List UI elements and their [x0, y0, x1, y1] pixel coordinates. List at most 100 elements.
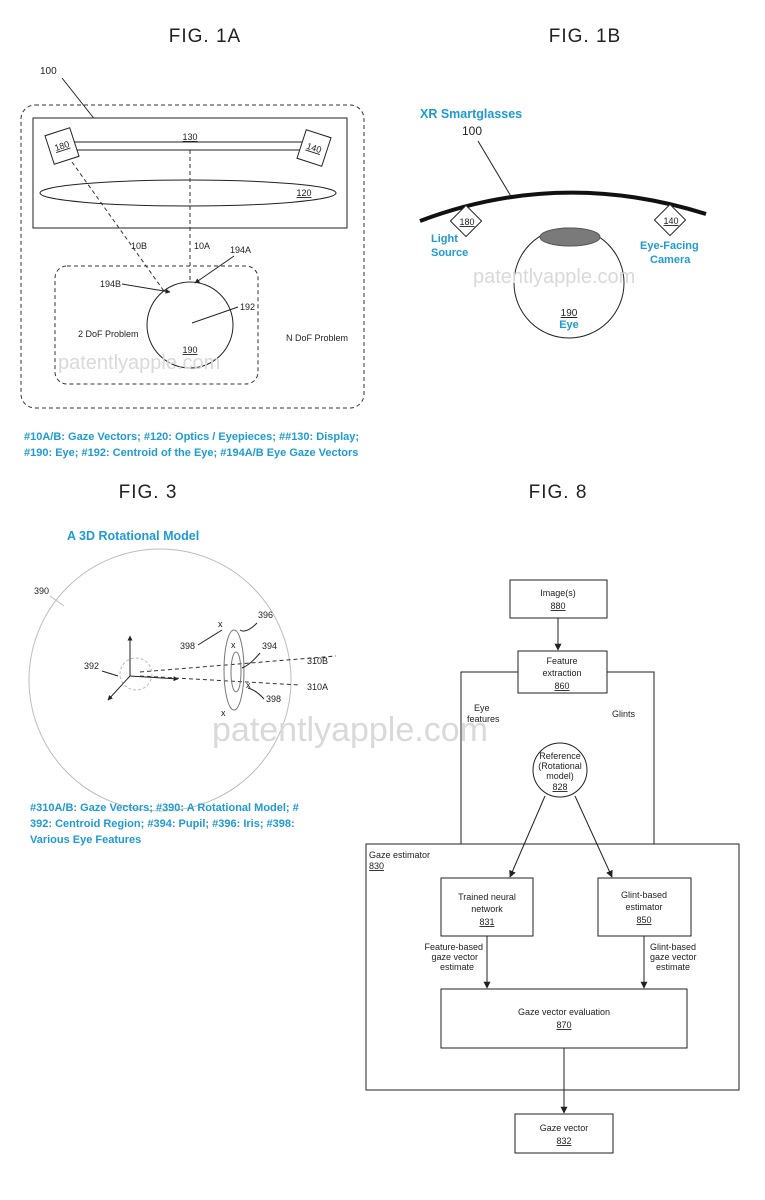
feature-x-bottom: x — [221, 708, 226, 718]
dof-n-label: N DoF Problem — [286, 333, 348, 343]
xr-smartglasses-label: XR Smartglasses — [420, 107, 522, 121]
ref-398-top-leader — [197, 629, 223, 646]
ref-310a-label: 310A — [307, 682, 328, 692]
fig-3-caption-line3: Various Eye Features — [30, 834, 141, 846]
ref-10b-label: 10B — [131, 241, 147, 251]
gaze-eval-ref: 870 — [556, 1020, 571, 1030]
light-source-180-diamond — [449, 204, 483, 238]
ref-100-label: 100 — [40, 66, 57, 77]
ref-396-leader — [239, 622, 258, 632]
fig-8-title: FIG. 8 — [529, 482, 588, 503]
gaze-vector-box-832 — [514, 1113, 614, 1154]
ref-194b-label: 194B — [100, 279, 121, 289]
ref-398-top-label: 398 — [180, 641, 195, 651]
ref-100-leader-1b — [477, 140, 513, 199]
gaze-vector-310b — [139, 655, 337, 673]
gaze-estimator-label: Gaze estimator — [369, 850, 430, 860]
dof-2-boundary — [54, 265, 259, 385]
fig-1a-title: FIG. 1A — [169, 26, 241, 47]
reference-label-2: (Rotational — [538, 761, 582, 771]
fig-3-heading: A 3D Rotational Model — [67, 529, 199, 543]
ref-194b-arrow — [121, 283, 171, 294]
feature-extraction-ref: 860 — [554, 681, 569, 691]
ref-392-label: 392 — [84, 661, 99, 671]
ref-180-label: 180 — [53, 139, 70, 153]
fig-3-watermark: patentlyapple.com — [212, 711, 488, 749]
ref-140-label-1b: 140 — [663, 216, 678, 226]
feature-x-mid: x — [231, 640, 236, 650]
iris-cap — [539, 227, 601, 247]
centroid-region-392 — [119, 657, 153, 691]
eye-features-label-2: features — [467, 714, 500, 724]
feature-gaze-label-1: Feature-based — [424, 942, 483, 952]
fig-3-caption-line1: #310A/B: Gaze Vectors; #390: A Rotationa… — [30, 802, 299, 814]
light-source-180-box: 180 — [44, 127, 80, 165]
pupil-394 — [230, 651, 242, 693]
fig-1b: FIG. 1B XR Smartglasses 100 180 140 Ligh… — [419, 26, 707, 339]
fig-8: FIG. 8 Image(s) 880 Feature extraction 8… — [365, 482, 740, 1154]
ref-394-leader — [241, 652, 261, 669]
light-source-label-1: Light — [431, 233, 458, 245]
nn-label-1: Trained neural — [458, 892, 516, 902]
glint-gaze-label-2: gaze vector — [650, 952, 697, 962]
ref-100-leader — [61, 77, 97, 122]
arrow-reference-to-glint — [574, 795, 613, 878]
feature-extraction-box-860 — [517, 650, 608, 694]
display-bar-130 — [64, 141, 318, 151]
fig-3: FIG. 3 A 3D Rotational Model 390 392 310… — [28, 482, 488, 846]
ref-194a-label: 194A — [230, 245, 251, 255]
fig-1b-watermark: patentlyapple.com — [473, 266, 635, 288]
gaze-eval-box-870 — [440, 988, 688, 1049]
reference-label-1: Reference — [539, 751, 581, 761]
iris-396 — [223, 629, 245, 711]
reference-label-3: model) — [546, 771, 574, 781]
glint-estimator-box-850 — [597, 877, 692, 937]
feature-gaze-label-2: gaze vector — [431, 952, 478, 962]
ref-390-leader — [49, 595, 65, 607]
ref-398-bottom-leader — [247, 687, 265, 700]
ref-130-label: 130 — [182, 132, 197, 142]
feature-extraction-label-2: extraction — [542, 668, 581, 678]
fig-1a-watermark: patentlyapple.com — [58, 352, 220, 374]
eye-features-label-1: Eye — [474, 703, 490, 713]
ref-192-leader — [191, 306, 239, 324]
neural-network-box-831 — [440, 877, 534, 937]
ref-10a-label: 10A — [194, 241, 210, 251]
feature-x-right: x — [246, 680, 251, 690]
glint-estimator-ref: 850 — [636, 915, 651, 925]
reference-circle-828 — [532, 742, 588, 798]
ref-310b-label: 310B — [307, 656, 328, 666]
fig-3-title: FIG. 3 — [119, 482, 178, 503]
glint-gaze-label-3: estimate — [656, 962, 690, 972]
eye-label-1b: Eye — [559, 319, 579, 331]
feature-extraction-label-1: Feature — [546, 656, 577, 666]
ref-100-label-1b: 100 — [462, 124, 482, 138]
ref-190-label-1b: 190 — [561, 308, 578, 319]
feature-gaze-label-3: estimate — [440, 962, 474, 972]
nn-label-2: network — [471, 904, 503, 914]
ref-194a-arrow — [194, 255, 235, 284]
arrow-eye-features — [457, 671, 518, 877]
device-boundary — [20, 104, 365, 409]
images-ref: 880 — [550, 601, 565, 611]
ref-394-label: 394 — [262, 641, 277, 651]
camera-140-diamond — [653, 203, 687, 237]
eye-camera-label-2: Camera — [650, 254, 691, 266]
ref-120-label: 120 — [296, 188, 311, 198]
ref-180-label-1b: 180 — [459, 217, 474, 227]
optics-120-ellipse — [39, 179, 337, 207]
smartglasses-frame — [419, 190, 707, 223]
light-source-label-2: Source — [431, 247, 468, 259]
eye-190-circle — [146, 281, 234, 369]
ref-390-label: 390 — [34, 586, 49, 596]
feature-x-top: x — [218, 619, 223, 629]
camera-140-box: 140 — [296, 129, 332, 167]
nn-ref: 831 — [479, 917, 494, 927]
images-box-880 — [509, 579, 608, 619]
ref-192-label: 192 — [240, 302, 255, 312]
images-label: Image(s) — [540, 588, 576, 598]
glints-label: Glints — [612, 709, 636, 719]
glint-estimator-label-1: Glint-based — [621, 890, 667, 900]
fig-3-caption-line2: 392: Centroid Region; #394: Pupil; #396:… — [30, 818, 295, 830]
ref-392-leader — [101, 670, 119, 677]
